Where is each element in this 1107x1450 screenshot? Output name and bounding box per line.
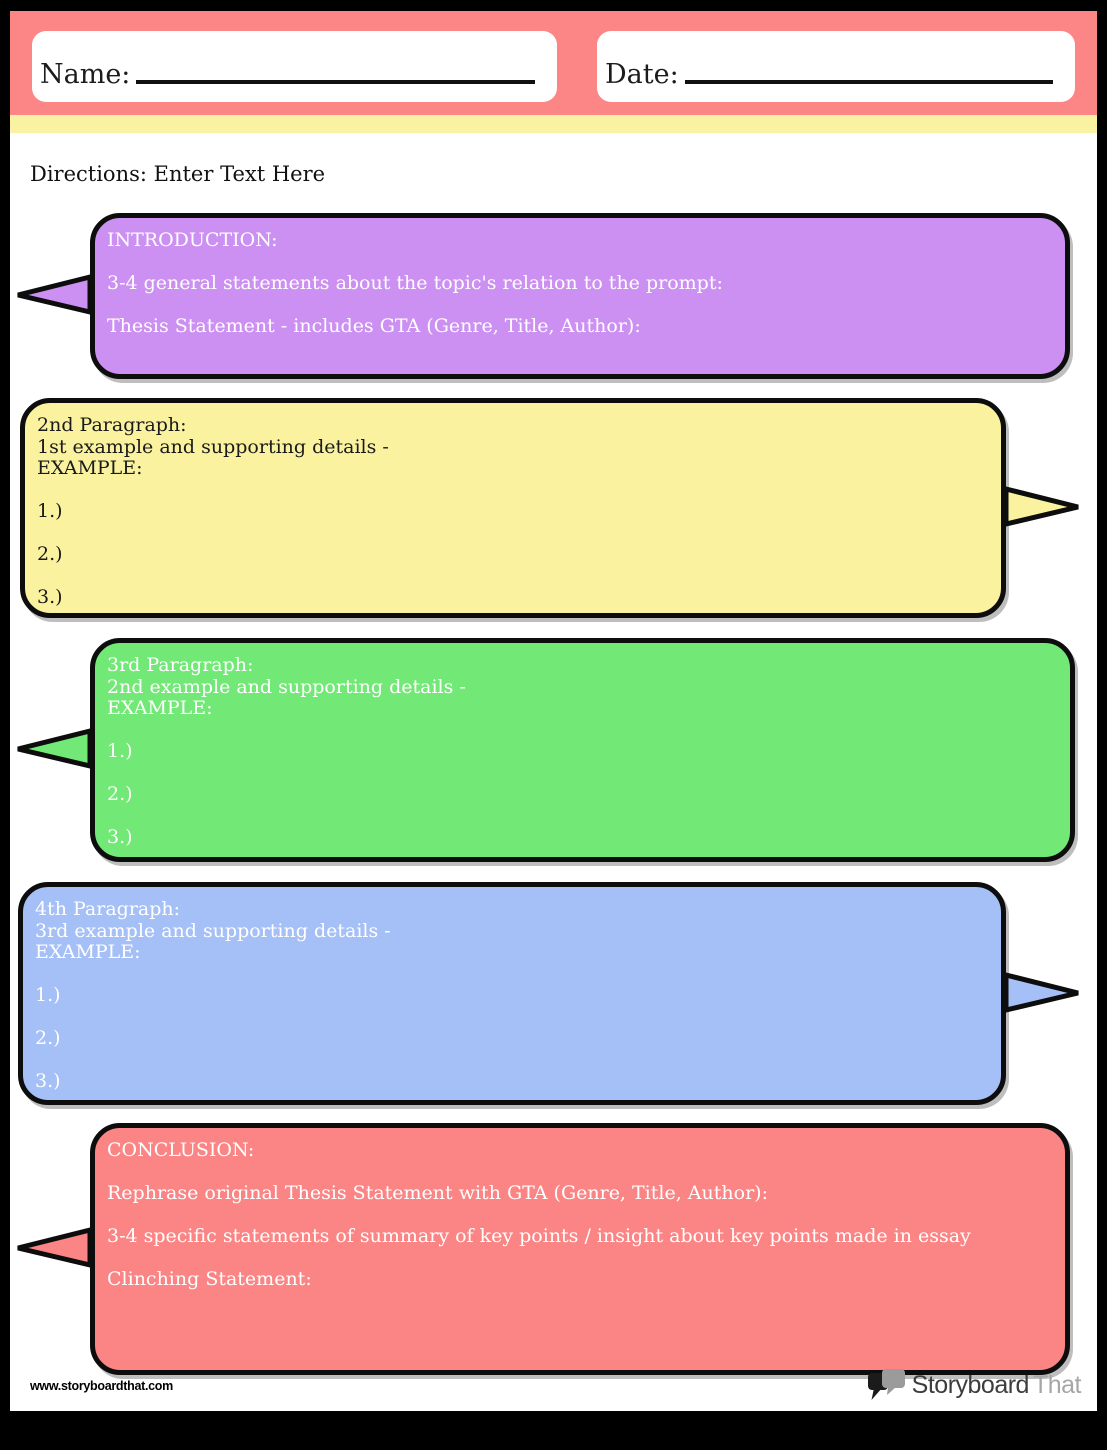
bubble-line: 1st example and supporting details - (37, 435, 389, 458)
date-field-line[interactable] (684, 80, 1053, 84)
bubble-line (107, 1248, 1057, 1270)
bubble-line: 3.) (37, 586, 63, 608)
worksheet-page: Name: Date: Directions: Enter Text Here … (10, 11, 1097, 1411)
bubble-line (107, 806, 1062, 828)
directions-text[interactable]: Directions: Enter Text Here (30, 162, 326, 186)
bubble-line: 2.) (35, 1027, 61, 1049)
bubble-line: 1.) (107, 740, 133, 762)
name-box: Name: (32, 31, 557, 102)
bubble-line: 3-4 specific statements of summary of ke… (107, 1225, 971, 1247)
bubble-line (107, 720, 1062, 742)
logo-text-that: That (1032, 1370, 1082, 1399)
bubble-line (37, 523, 993, 545)
bubble-line: 3-4 general statements about the topic's… (107, 272, 723, 294)
bubble-tail-right-icon (1003, 485, 1079, 528)
bubble-line: 1.) (35, 984, 61, 1006)
logo-text-storyboard: Storyboard (911, 1370, 1030, 1399)
bubble-line: 2nd example and supporting details - (107, 675, 466, 698)
bubble-line: 4th Paragraph: (35, 898, 181, 920)
speech-bubble-conclusion[interactable]: CONCLUSION: Rephrase original Thesis Stat… (17, 1123, 1070, 1375)
bubble-line: 1.) (37, 500, 63, 522)
bubble-line (107, 252, 1057, 274)
bubble-line: 2.) (107, 783, 133, 805)
date-label: Date: (605, 59, 679, 90)
bubble-line (107, 1205, 1057, 1227)
bubble-line: INTRODUCTION: (107, 229, 278, 251)
name-field-line[interactable] (136, 80, 535, 84)
bubble-tail-left-icon (17, 1226, 93, 1269)
bubble-line: 2nd Paragraph: (37, 414, 187, 436)
bubble-line: CONCLUSION: (107, 1139, 255, 1161)
bubble-line: 3.) (35, 1070, 61, 1092)
speech-bubble-introduction[interactable]: INTRODUCTION: 3-4 general statements abou… (17, 213, 1070, 379)
bubble-line (37, 480, 993, 502)
speech-bubble-second-paragraph[interactable]: 2nd Paragraph:1st example and supporting… (20, 398, 1079, 618)
bubble-line: 3rd Paragraph: (107, 654, 254, 676)
bubble-line: Thesis Statement - includes GTA (Genre, … (107, 315, 641, 337)
bubble-line: Rephrase original Thesis Statement with … (107, 1182, 768, 1204)
speech-bubble-fourth-paragraph[interactable]: 4th Paragraph:3rd example and supporting… (18, 882, 1079, 1105)
bubble-line (35, 964, 993, 986)
footer-url: www.storyboardthat.com (30, 1379, 173, 1393)
name-label: Name: (40, 59, 131, 90)
bubble-line (107, 1162, 1057, 1184)
bubble-line: EXAMPLE: (37, 457, 143, 479)
bubble-tail-right-icon (1003, 971, 1079, 1013)
bubble-line (35, 1007, 993, 1029)
bubble-line: Clinching Statement: (107, 1268, 312, 1290)
storyboardthat-logo-icon (867, 1369, 905, 1400)
bubble-line: 2.) (37, 543, 63, 565)
bubble-line: 3.) (107, 826, 133, 848)
speech-bubble-third-paragraph[interactable]: 3rd Paragraph:2nd example and supporting… (17, 638, 1075, 862)
date-box: Date: (597, 31, 1075, 102)
bubble-tail-left-icon (17, 727, 93, 770)
bubble-line (37, 566, 993, 588)
bubble-line (107, 763, 1062, 785)
bubble-line (35, 1050, 993, 1072)
bubble-line: 3rd example and supporting details - (35, 919, 391, 942)
bubble-line: EXAMPLE: (107, 697, 213, 719)
accent-strip (10, 115, 1097, 133)
bubble-line: EXAMPLE: (35, 941, 141, 963)
bubble-line (107, 295, 1057, 317)
bubble-tail-left-icon (17, 273, 93, 316)
